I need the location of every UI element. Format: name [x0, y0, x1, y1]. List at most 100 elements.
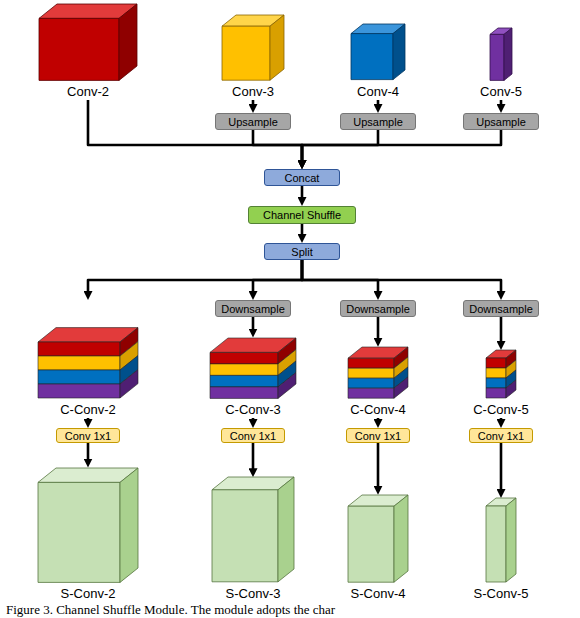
operation-box: Downsample	[215, 300, 291, 317]
stack-layer-side	[394, 377, 408, 398]
feature-map-cube: S-Conv-5	[459, 498, 543, 602]
label-group: S-Conv-4	[336, 586, 420, 602]
cube-illustration	[459, 498, 543, 586]
operation-label: Upsample	[476, 116, 526, 128]
stack-layer-front	[348, 378, 394, 388]
flow-arrow	[301, 224, 304, 239]
stack-layer-side	[120, 370, 138, 398]
flow-arrow	[500, 418, 503, 424]
operation-box: Conv 1x1	[469, 428, 533, 443]
feature-map-label: S-Conv-3	[210, 586, 296, 602]
cube-illustration	[336, 347, 420, 402]
operation-box: Downsample	[463, 300, 539, 317]
operation-box: Upsample	[463, 113, 539, 130]
operation-box: Conv 1x1	[56, 428, 120, 443]
stack-layer-front	[210, 375, 278, 387]
label-group: C-Conv-4	[336, 402, 420, 418]
label-group: C-Conv-3	[208, 402, 298, 418]
label-group: Conv-5	[459, 84, 543, 100]
cube-illustration	[210, 477, 296, 586]
label-group: Conv-2	[37, 84, 139, 100]
cube-illustration	[336, 24, 420, 84]
cube-side-face	[504, 28, 512, 80]
operation-label: Concat	[285, 172, 320, 184]
feature-map-label: C-Conv-2	[36, 402, 140, 418]
flow-arrow	[87, 443, 90, 464]
cube-faces	[210, 338, 296, 398]
cube-illustration	[36, 468, 140, 586]
cube-faces	[486, 350, 516, 398]
cube-illustration	[36, 300, 140, 402]
figure-caption: Figure 3. Channel Shuffle Module. The mo…	[6, 602, 335, 617]
cube-faces	[351, 24, 405, 80]
operation-label: Channel Shuffle	[263, 209, 341, 221]
cube-side-face	[120, 468, 138, 582]
cube-side-face	[393, 24, 405, 80]
label-group: S-Conv-2	[36, 586, 140, 602]
cube-illustration	[459, 350, 543, 402]
stack-layer-front	[486, 358, 506, 368]
feature-map-label: Conv-3	[211, 84, 295, 100]
feature-map-cube: S-Conv-2	[36, 468, 140, 602]
cube-front-face	[38, 482, 120, 582]
feature-map-label: C-Conv-3	[208, 402, 298, 418]
operation-label: Upsample	[228, 116, 278, 128]
stack-layer-front	[38, 356, 120, 370]
operation-label: Downsample	[469, 303, 533, 315]
cube-illustration	[37, 4, 139, 84]
cube-faces	[348, 347, 408, 398]
operation-label: Downsample	[221, 303, 285, 315]
cube-side-face	[506, 498, 516, 582]
stack-layer-front	[38, 370, 120, 384]
concat-feature-stack: C-Conv-4	[336, 347, 420, 418]
stack-layer-side	[506, 380, 516, 398]
operation-box: Upsample	[215, 113, 291, 130]
cube-faces	[490, 28, 512, 80]
cube-illustration	[211, 15, 295, 84]
cube-front-face	[39, 18, 119, 80]
cube-front-face	[348, 506, 394, 582]
flow-arrow	[252, 443, 255, 473]
feature-map-label: Conv-2	[37, 84, 139, 100]
stack-layer-front	[348, 368, 394, 378]
cube-side-face	[270, 15, 284, 80]
stack-layer-side	[278, 372, 296, 398]
feature-map-label: S-Conv-4	[336, 586, 420, 602]
concat-feature-stack: C-Conv-5	[459, 350, 543, 418]
feature-map-label: Conv-4	[336, 84, 420, 100]
flow-arrow	[302, 130, 378, 165]
operation-box: Split	[264, 243, 340, 260]
cube-illustration	[208, 338, 298, 402]
flow-arrow	[252, 418, 255, 424]
stack-layer-front	[210, 352, 278, 364]
stack-layer-front	[38, 384, 120, 398]
feature-map-label: Conv-5	[459, 84, 543, 100]
operation-box: Downsample	[340, 300, 416, 317]
feature-map-label: S-Conv-2	[36, 586, 140, 602]
flow-arrow	[88, 260, 302, 296]
cube-illustration	[459, 28, 543, 84]
operation-label: Upsample	[353, 116, 403, 128]
cube-faces	[38, 468, 138, 582]
cube-front-face	[486, 506, 506, 582]
cube-side-face	[119, 4, 137, 80]
feature-map-cube: S-Conv-4	[336, 495, 420, 602]
cube-side-face	[278, 477, 294, 582]
operation-box: Concat	[264, 169, 340, 186]
label-group: Conv-3	[211, 84, 295, 100]
feature-map-label: S-Conv-5	[459, 586, 543, 602]
label-group: Conv-4	[336, 84, 420, 100]
stack-layer-front	[486, 378, 506, 388]
stack-layer-front	[486, 388, 506, 398]
stack-layer-front	[210, 363, 278, 375]
concat-feature-stack: C-Conv-2	[36, 300, 140, 418]
flow-arrow	[377, 418, 380, 424]
stack-layer-front	[348, 358, 394, 368]
flow-arrow	[88, 100, 302, 165]
operation-label: Conv 1x1	[478, 430, 524, 442]
cube-faces	[222, 15, 284, 80]
flow-arrow	[252, 317, 255, 334]
cube-front-face	[212, 490, 278, 582]
cube-side-face	[394, 495, 408, 582]
cube-front-face	[490, 34, 504, 80]
